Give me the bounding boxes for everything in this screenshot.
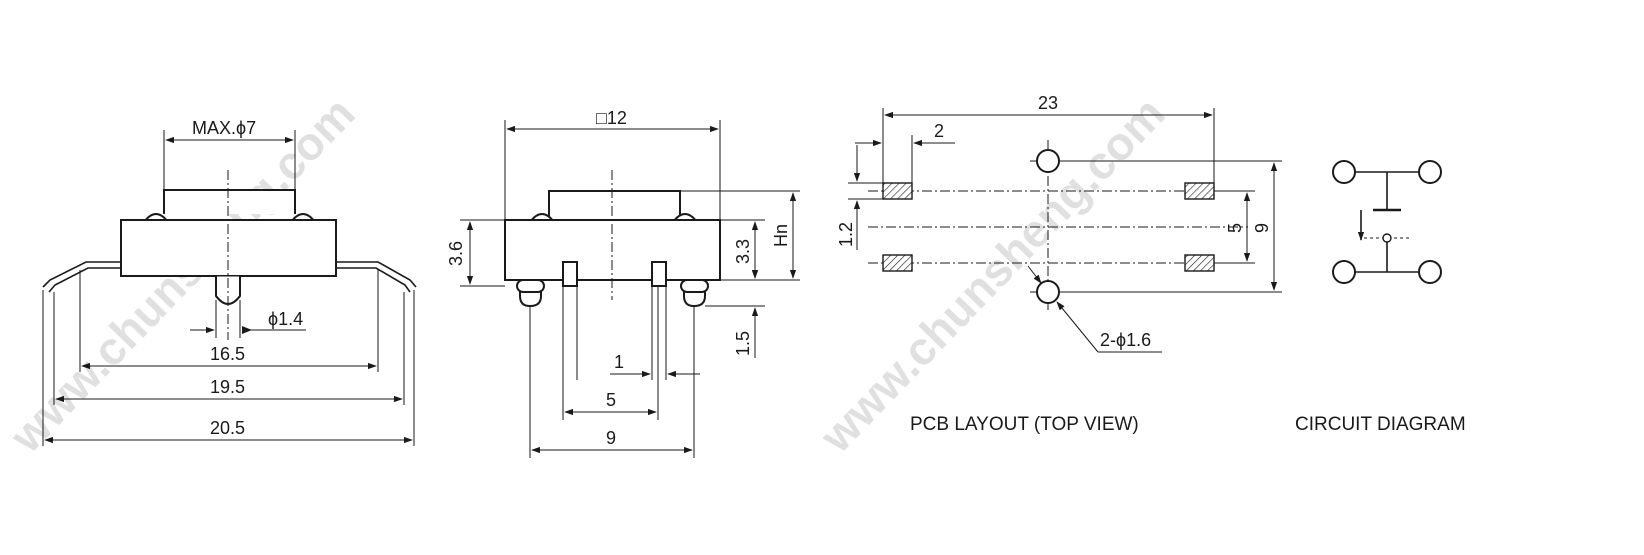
dim-label-pcb-12: 1.2 (836, 222, 856, 247)
circuit-diagram: CIRCUIT DIAGRAM (1295, 160, 1466, 435)
dim-label-pcb-23: 23 (1038, 93, 1058, 113)
circuit-caption: CIRCUIT DIAGRAM (1295, 414, 1466, 435)
front-terminal-left (562, 261, 578, 287)
side-actuator (163, 189, 296, 214)
dim-label-1: 1 (614, 352, 624, 372)
dim-label-h1: 3.6 (446, 241, 466, 266)
dim-label-pin: ϕ1.4 (268, 309, 303, 329)
dim-label-c: 20.5 (210, 418, 245, 438)
side-lead-right-inner (336, 267, 411, 293)
dim-leader-hole (1056, 301, 1099, 353)
pcb-layout: 23 2 1.2 5 9 2-ϕ1.6 PCB LAYOUT (TOP VIEW… (836, 93, 1282, 435)
pcb-caption: PCB LAYOUT (TOP VIEW) (910, 414, 1139, 435)
dim-label-top: □12 (596, 108, 627, 128)
pcb-pad-bottom-right (1184, 254, 1215, 272)
circuit-terminal-2 (1418, 160, 1442, 184)
pcb-pad-top-right (1184, 182, 1215, 200)
circuit-terminal-1 (1332, 160, 1356, 184)
pcb-pad-bottom-left (882, 254, 913, 272)
front-actuator (548, 190, 681, 220)
side-lead-left-inner (48, 267, 121, 293)
pcb-hole-top (1036, 149, 1060, 173)
front-terminal-right (651, 261, 667, 287)
circuit-terminal-4 (1418, 260, 1442, 284)
dim-label-hn: Hn (771, 224, 791, 247)
dim-label-9: 9 (606, 428, 616, 448)
dim-label-hole: 2-ϕ1.6 (1100, 330, 1151, 350)
dim-label-pcb-5: 5 (1225, 223, 1245, 233)
dim-label-b: 19.5 (210, 377, 245, 397)
dim-label-pcb-9: 9 (1252, 223, 1272, 233)
dim-label-a: 16.5 (210, 344, 245, 364)
circuit-terminal-3 (1332, 260, 1356, 284)
dim-label-pcb-2: 2 (934, 121, 944, 141)
dim-label-h3: 1.5 (733, 331, 753, 356)
pcb-pad-top-left (882, 182, 913, 200)
dim-label-max: MAX.ϕ7 (192, 118, 256, 138)
dim-label-5: 5 (606, 390, 616, 410)
side-view: MAX.ϕ7 ϕ1.4 16.5 19.5 20.5 (42, 118, 417, 446)
front-view: □12 3.6 3.3 Hn 1.5 1 5 9 (446, 108, 800, 458)
dim-label-h2: 3.3 (733, 239, 753, 264)
circuit-pivot (1382, 233, 1392, 243)
side-lead-right (336, 261, 417, 288)
side-lead-left (42, 261, 121, 288)
pcb-hole-bottom (1036, 280, 1060, 304)
